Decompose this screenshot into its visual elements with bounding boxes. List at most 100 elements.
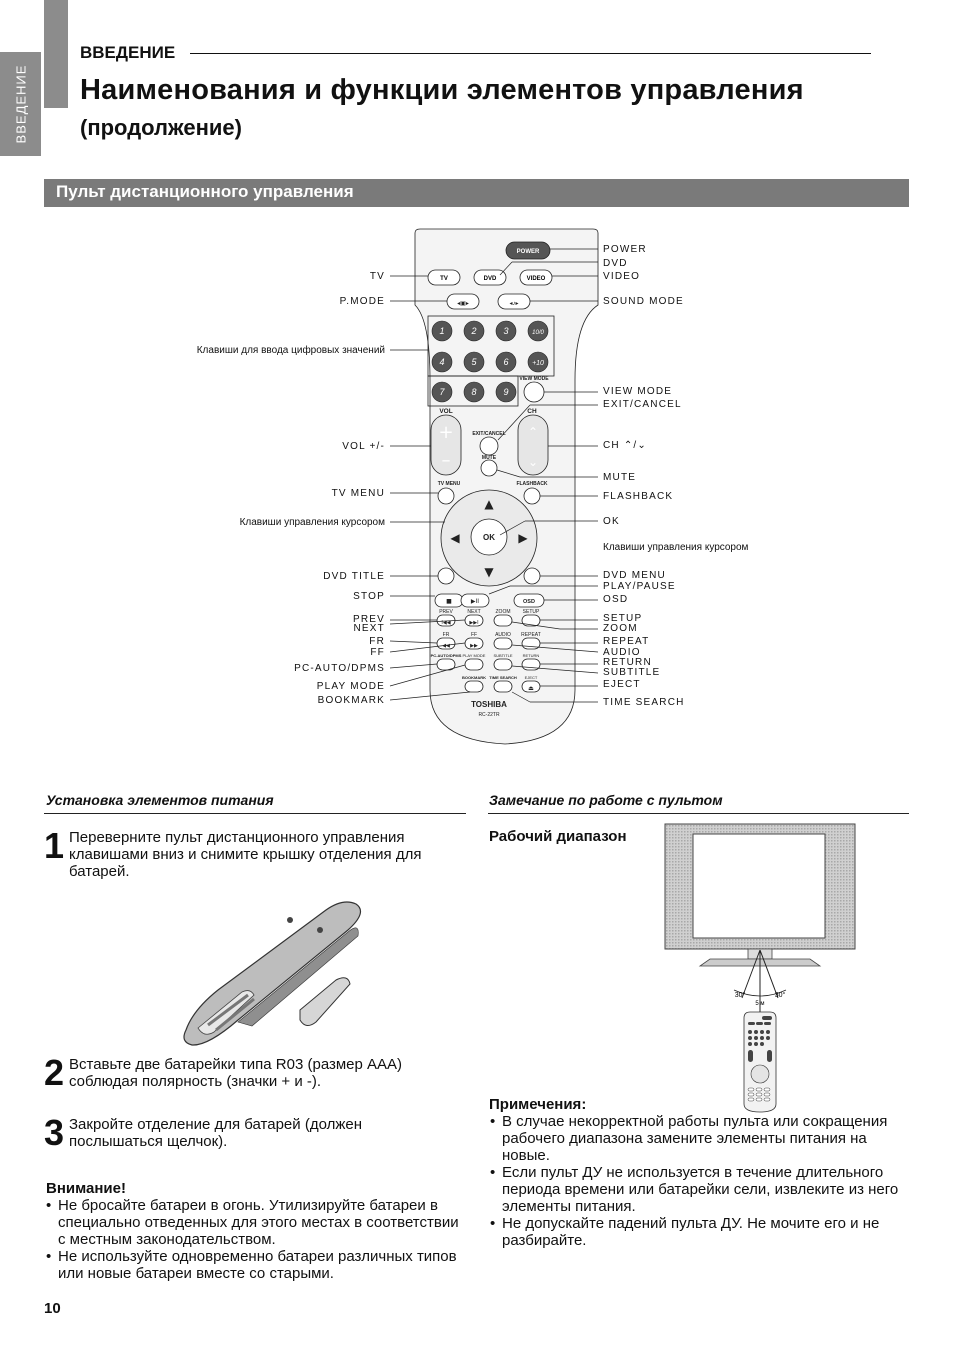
- tv-key: TV: [440, 276, 448, 282]
- label-prev: PREV: [352, 614, 385, 625]
- ff-key: FF: [471, 632, 477, 638]
- power-key: POWER: [517, 249, 540, 255]
- notes-list: В случае некорректной работы пульта или …: [488, 1113, 909, 1249]
- flashback-key: FLASHBACK: [516, 481, 547, 487]
- page-number: 10: [44, 1300, 61, 1317]
- label-bookmark: BOOKMARK: [317, 695, 385, 706]
- digit-9: 9: [503, 387, 508, 397]
- ok-key: OK: [483, 533, 495, 542]
- video-key: VIDEO: [527, 276, 546, 282]
- setup-key: SETUP: [523, 609, 540, 615]
- vol-key-label: VOL: [439, 408, 452, 415]
- label-setup: SETUP: [603, 613, 643, 624]
- label-tv-menu: TV MENU: [331, 488, 385, 499]
- notes-title: Примечения:: [489, 1096, 587, 1113]
- cursor-down-icon: ▼: [484, 565, 494, 579]
- time-search-key: TIME SEARCH: [489, 675, 517, 680]
- digit-plus10: +10: [532, 360, 544, 367]
- next-key: NEXT: [467, 609, 480, 615]
- label-pc-auto: PC-AUTO/DPMS: [294, 663, 385, 674]
- eject-key: EJECT: [525, 675, 538, 680]
- svg-text:⌄: ⌄: [528, 455, 538, 469]
- audio-key: AUDIO: [495, 632, 511, 638]
- label-power: POWER: [603, 244, 647, 255]
- label-view-mode: VIEW MODE: [603, 386, 673, 397]
- step-2-number: 2: [44, 1052, 65, 1093]
- label-mute: MUTE: [603, 472, 637, 483]
- label-next: NEXT: [353, 623, 385, 634]
- label-dvd: DVD: [603, 258, 628, 269]
- page-subtitle: (продолжение): [80, 115, 242, 140]
- next-icon: ▶▶I: [469, 620, 478, 626]
- label-vol: VOL +/-: [342, 441, 385, 452]
- ch-key-label: CH: [527, 408, 537, 415]
- distance-label: 5 м: [755, 1001, 764, 1007]
- mute-key: MUTE: [482, 455, 497, 461]
- label-sound-mode: SOUND MODE: [603, 296, 684, 307]
- label-video: VIDEO: [603, 271, 641, 282]
- cursor-right-icon: ▶: [518, 531, 528, 545]
- range-title: Рабочий диапазон: [489, 828, 627, 845]
- label-time-search: TIME SEARCH: [603, 697, 685, 708]
- list-item: В случае некорректной работы пульта или …: [488, 1113, 909, 1164]
- label-exit-cancel: EXIT/CANCEL: [603, 399, 682, 410]
- label-dvd-menu: DVD MENU: [603, 570, 666, 581]
- zoom-key: ZOOM: [496, 609, 511, 615]
- view-mode-key: VIEW MODE: [519, 376, 549, 382]
- caution-title: Внимание!: [46, 1180, 126, 1197]
- list-item: Не допускайте падений пульта ДУ. Не мочи…: [488, 1215, 909, 1249]
- digit-5: 5: [471, 357, 477, 367]
- digit-8: 8: [471, 387, 476, 397]
- dvd-key: DVD: [484, 276, 497, 282]
- label-play-pause: PLAY/PAUSE: [603, 581, 676, 592]
- label-flashback: FLASHBACK: [603, 491, 674, 502]
- label-p-mode: P.MODE: [339, 296, 385, 307]
- step-1-text: Переверните пульт дистанционного управле…: [69, 829, 422, 880]
- svg-text:◂♪▸: ◂♪▸: [509, 301, 518, 307]
- remote-diagram: POWER TV DVD VIDEO ◂▣▸ ◂♪▸ 1 2 3 10/0 4 …: [389, 228, 599, 745]
- digit-7: 7: [439, 387, 445, 397]
- angle-right-label: 30°: [775, 991, 786, 999]
- step-3-number: 3: [44, 1112, 65, 1153]
- tv-menu-key: TV MENU: [438, 481, 461, 487]
- label-numeric-keys: Клавиши для ввода цифровых значений: [196, 345, 385, 356]
- label-zoom: ZOOM: [603, 623, 638, 634]
- range-illustration: 30° 30° 5 м: [664, 823, 856, 1113]
- digit-4: 4: [439, 357, 444, 367]
- digit-1: 1: [439, 326, 444, 336]
- digit-10-0: 10/0: [532, 330, 544, 336]
- cursor-left-icon: ◀: [450, 531, 460, 545]
- svg-text:⌃: ⌃: [528, 425, 538, 439]
- section-kicker: ВВЕДЕНИЕ: [80, 43, 176, 62]
- prev-key: PREV: [439, 609, 453, 615]
- remote-section-title: Пульт дистанционного управления: [56, 182, 354, 201]
- svg-text:◂▣▸: ◂▣▸: [457, 301, 469, 307]
- list-item: Если пульт ДУ не используется в течение …: [488, 1164, 909, 1215]
- kicker-rule: [190, 53, 871, 54]
- step-3-text: Закройте отделение для батарей (должен п…: [69, 1116, 362, 1150]
- play-mode-key: PLAY MODE: [463, 653, 486, 658]
- label-osd: OSD: [603, 594, 629, 605]
- fr-icon: ◀◀: [442, 643, 450, 649]
- batteries-heading: Установка элементов питания: [46, 792, 274, 808]
- label-dvd-title: DVD TITLE: [323, 571, 385, 582]
- remote-section-band: Пульт дистанционного управления: [44, 179, 909, 207]
- label-return: RETURN: [603, 657, 652, 668]
- pc-auto-key: PC-AUTO/DPMS: [431, 653, 462, 658]
- step-1-number: 1: [44, 825, 65, 866]
- prev-icon: I◀◀: [441, 620, 450, 626]
- step-2-text: Вставьте две батарейки типа R03 (размер …: [69, 1056, 403, 1090]
- play-pause-icon: ▶II: [471, 598, 479, 605]
- return-key: RETURN: [523, 653, 540, 658]
- repeat-key: REPEAT: [521, 632, 541, 638]
- digit-2: 2: [470, 326, 476, 336]
- label-repeat: REPEAT: [603, 636, 650, 647]
- label-cursor-keys-left: Клавиши управления курсором: [239, 517, 385, 528]
- label-ch: CH ⌃/⌄: [603, 440, 647, 451]
- bookmark-key: BOOKMARK: [462, 675, 486, 680]
- exit-cancel-key: EXIT/CANCEL: [472, 431, 505, 437]
- side-tab-label: ВВЕДЕНИЕ: [13, 64, 28, 144]
- subtitle-key: SUBTITLE: [493, 653, 512, 658]
- osd-key: OSD: [523, 599, 535, 605]
- side-section-tab: ВВЕДЕНИЕ: [0, 52, 41, 156]
